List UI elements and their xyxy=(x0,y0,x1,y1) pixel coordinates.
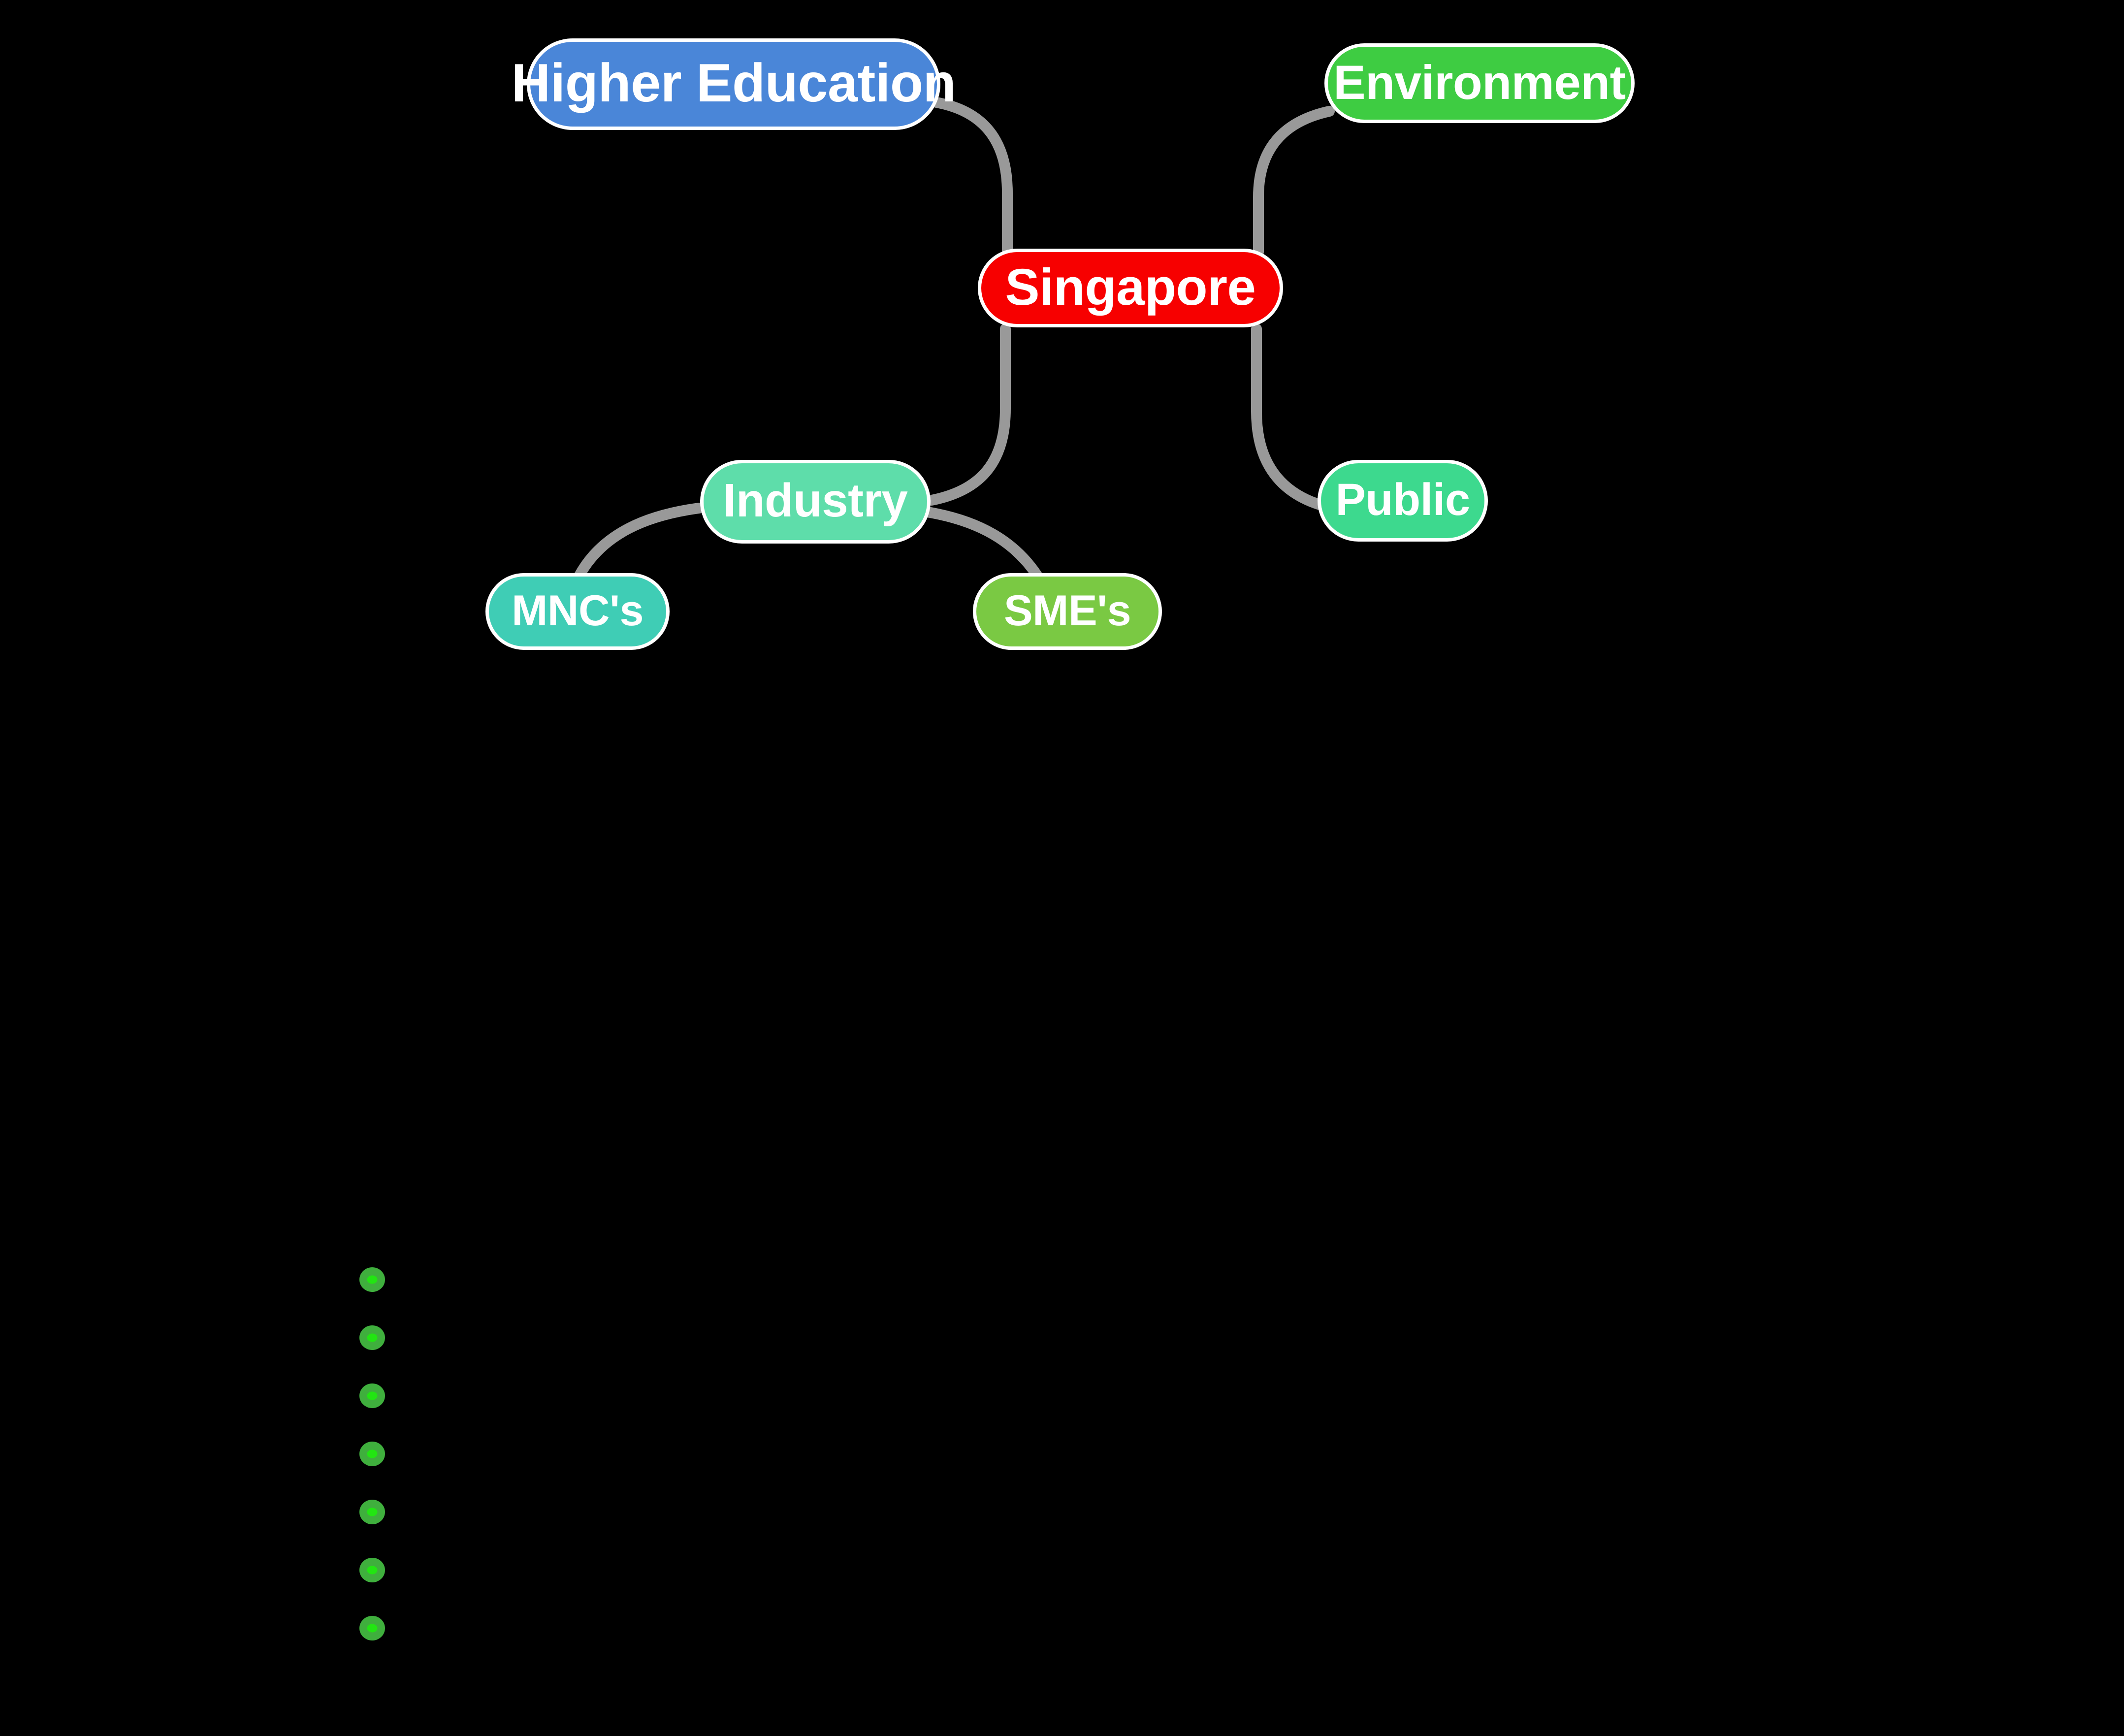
mindmap-node-smes[interactable]: SME's xyxy=(973,573,1162,650)
mindmap-node-higher-education[interactable]: Higher Education xyxy=(512,38,956,130)
mindmap-node-environment[interactable]: Environment xyxy=(1324,43,1635,123)
list-item[interactable] xyxy=(359,1541,385,1599)
bullet-marker-icon xyxy=(359,1442,385,1466)
bullet-marker-icon xyxy=(359,1558,385,1582)
bullet-marker-icon xyxy=(359,1267,385,1292)
bullet-marker-icon xyxy=(359,1383,385,1408)
connector-singapore-higher-education xyxy=(931,97,1013,257)
mindmap-node-label: SME's xyxy=(1003,586,1131,635)
connector-industry-mncs xyxy=(574,503,705,581)
list-item[interactable] xyxy=(359,1483,385,1541)
connector-singapore-industry xyxy=(926,323,1011,506)
mindmap-root-label: Singapore xyxy=(1005,258,1256,316)
mindmap-node-label: Environment xyxy=(1333,55,1626,109)
connector-singapore-environment xyxy=(1253,106,1335,257)
mindmap-node-label: Higher Education xyxy=(511,53,956,113)
mindmap-node-mncs[interactable]: MNC's xyxy=(485,573,670,650)
mindmap-node-industry[interactable]: Industry xyxy=(700,460,931,544)
list-item[interactable] xyxy=(359,1425,385,1483)
list-item[interactable] xyxy=(359,1367,385,1425)
connector-industry-smes xyxy=(922,507,1042,580)
bullet-marker-icon xyxy=(359,1616,385,1640)
bullet-marker-icon xyxy=(359,1500,385,1524)
mindmap-node-singapore[interactable]: Singapore xyxy=(978,249,1283,327)
bullet-marker-icon xyxy=(359,1325,385,1350)
list-item[interactable] xyxy=(359,1599,385,1657)
mindmap-node-label: Industry xyxy=(723,474,908,527)
connector-singapore-public xyxy=(1251,323,1330,512)
bullet-list xyxy=(359,1251,385,1657)
mindmap-node-label: Public xyxy=(1335,475,1470,525)
mindmap-node-public[interactable]: Public xyxy=(1318,460,1488,542)
list-item[interactable] xyxy=(359,1309,385,1367)
mindmap-node-label: MNC's xyxy=(512,586,644,635)
list-item[interactable] xyxy=(359,1251,385,1309)
